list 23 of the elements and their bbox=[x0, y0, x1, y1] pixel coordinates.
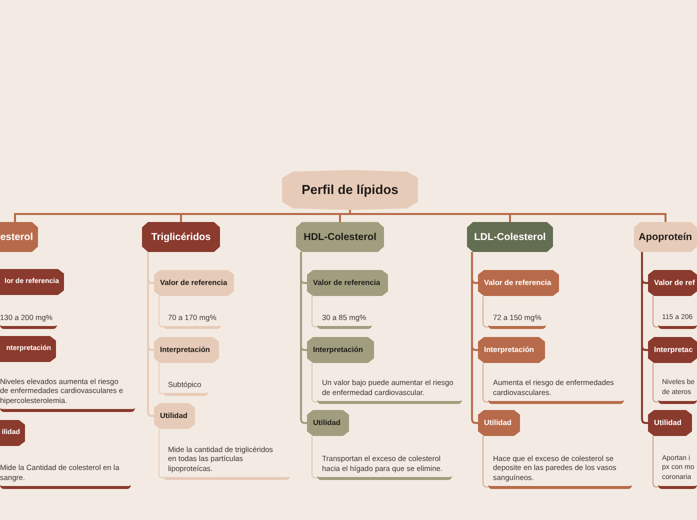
connector-line bbox=[482, 436, 488, 488]
connector-line bbox=[300, 252, 307, 424]
branch-topic: LDL-Colesterol bbox=[467, 222, 553, 252]
connector-line bbox=[158, 428, 164, 478]
branch-topic: Triglicéridos bbox=[142, 222, 220, 252]
connector-line bbox=[312, 436, 318, 478]
connector-line bbox=[471, 252, 478, 424]
connector-line bbox=[312, 296, 318, 328]
connector-line bbox=[652, 436, 658, 488]
central-topic: Perfil de lípidos bbox=[282, 170, 418, 210]
connector-line bbox=[482, 296, 488, 328]
branch-topic: esterol bbox=[0, 222, 38, 252]
connector-line bbox=[482, 362, 488, 402]
connector-line bbox=[349, 210, 666, 222]
connector-line bbox=[339, 210, 351, 222]
connector-line bbox=[312, 362, 318, 402]
connector-line bbox=[158, 296, 164, 328]
branch-topic: HDL-Colesterol bbox=[296, 222, 384, 252]
connector-line bbox=[641, 252, 648, 424]
connector-line bbox=[652, 362, 658, 402]
branch-topic: Apoproteín bbox=[634, 222, 697, 252]
connector-line bbox=[158, 362, 164, 394]
connector-line bbox=[652, 296, 658, 328]
